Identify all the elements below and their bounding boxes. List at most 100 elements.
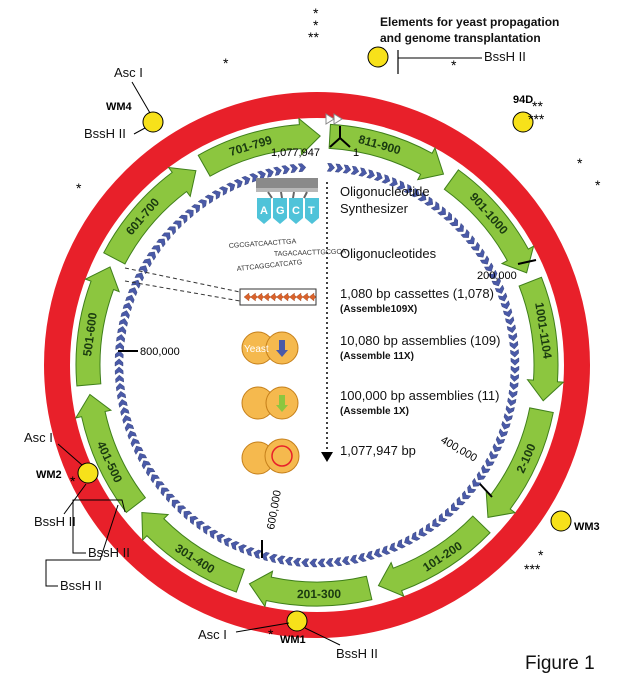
cassette-chevron xyxy=(218,186,228,196)
tick-200k xyxy=(517,259,537,265)
step-synth-line2: Synthesizer xyxy=(340,201,409,216)
cassette-chevron xyxy=(506,324,516,334)
cassette-chevron xyxy=(424,196,434,206)
bssh-inner-label: BssH II xyxy=(88,545,130,560)
marker-wm1 xyxy=(286,610,308,632)
cassette-chevron xyxy=(171,499,181,509)
cassette-chevron xyxy=(465,235,475,245)
cassette-chevron xyxy=(161,232,171,242)
cassette-chevron xyxy=(491,277,501,287)
zoom-arrow xyxy=(308,292,317,302)
cassette-chevron xyxy=(209,529,219,540)
cassette-chevron xyxy=(122,415,132,424)
origin-arrowheads xyxy=(325,113,343,125)
segment-arrow xyxy=(197,117,321,177)
cassette-chevron xyxy=(498,428,509,438)
cassette-chevron xyxy=(425,522,435,533)
cassette-chevron xyxy=(476,471,487,481)
assembly-segments-ring: 811-900901-10001001-11042-100101-200201-… xyxy=(74,117,565,608)
cassette-chevron xyxy=(462,490,472,500)
asci-wm1-label: Asc I xyxy=(198,627,227,642)
cassette-chevron xyxy=(366,169,375,179)
cassette-chevron xyxy=(293,557,302,567)
cassette-chevron xyxy=(350,165,360,175)
segment-label: 201-300 xyxy=(297,587,341,601)
star-upper-left: * xyxy=(223,55,229,71)
marker-wm2 xyxy=(77,462,99,484)
cassette-chevron xyxy=(443,211,452,221)
cassette-chevron xyxy=(508,332,518,342)
asci-wm2-leader xyxy=(57,443,83,466)
cassette-chevron xyxy=(128,287,138,297)
step-100k: 100,000 bp assemblies (11) xyxy=(340,388,499,403)
bssh-top-label: BssH II xyxy=(484,49,526,64)
cassette-chevron xyxy=(497,292,508,302)
cassette-chevron xyxy=(445,507,454,517)
cassette-chevron xyxy=(301,558,310,568)
cassette-chevron xyxy=(118,399,128,408)
cassette-chevron xyxy=(269,553,278,564)
cassette-chevron xyxy=(503,308,513,318)
94d-label: 94D xyxy=(513,94,533,106)
cassette-chevron xyxy=(277,555,286,565)
cassette-chevron xyxy=(177,505,187,515)
figure-label: Figure 1 xyxy=(525,653,595,674)
cassette-chevron xyxy=(238,544,248,554)
cassette-chevron xyxy=(326,163,335,172)
header-line-1: Elements for yeast propagation xyxy=(380,15,559,29)
bssh-wm1-leader xyxy=(304,627,341,646)
wm4-label: WM4 xyxy=(106,101,133,113)
segment-arrow xyxy=(443,169,535,274)
cassette-chevron xyxy=(285,556,294,566)
segment-arrow xyxy=(485,407,554,518)
cassette-chevron xyxy=(358,167,368,177)
cassette-chevron xyxy=(114,366,124,375)
cassette-chevron xyxy=(437,206,446,216)
asci-wm2-label: Asc I xyxy=(24,430,53,445)
cassette-chevron xyxy=(350,554,359,564)
cassette-chevron xyxy=(510,357,520,366)
cassette-chevron xyxy=(438,512,448,523)
cassette-chevron xyxy=(117,391,127,400)
cassette-chevron xyxy=(333,557,343,567)
cassette-chevron xyxy=(117,326,127,335)
bssh-outer-leader xyxy=(45,504,119,587)
cassette-chevron xyxy=(118,318,128,327)
segment-arrow xyxy=(377,515,491,598)
cassette-chevron xyxy=(510,365,520,374)
cassette-chevron xyxy=(166,493,176,503)
marker-wm3 xyxy=(550,510,572,532)
cassette-chevron xyxy=(489,450,499,460)
cassette-chevron xyxy=(134,272,144,282)
cassette-chevron xyxy=(216,533,226,544)
cassette-chevron xyxy=(134,445,144,455)
cassette-chevron xyxy=(495,435,506,445)
cassette-chevron xyxy=(342,164,352,174)
cassette-chevron xyxy=(467,484,477,494)
cassette-chevron xyxy=(334,163,344,173)
yeast-cell-3 xyxy=(241,438,300,475)
cassette-chevron xyxy=(432,518,442,528)
cassette-chevron xyxy=(494,284,505,294)
cassette-chevron xyxy=(127,430,137,440)
cassette-chevron xyxy=(202,525,212,535)
cassette-chevron xyxy=(396,180,406,190)
oligo-1: CGCGATCAACTTGA xyxy=(229,238,297,250)
tick-400k xyxy=(479,483,493,498)
cassette-zoom-arrows xyxy=(243,292,317,302)
cassette-chevron xyxy=(204,194,214,204)
cassette-chevron xyxy=(309,558,318,568)
asci-wm4-label: Asc I xyxy=(114,65,143,80)
cassette-chevron xyxy=(120,407,130,416)
synth-letter-g: G xyxy=(276,205,285,217)
cassette-chevron xyxy=(245,547,255,557)
cassette-chevron xyxy=(417,192,427,202)
cassette-chevron xyxy=(475,248,485,258)
yeast-cell-1 xyxy=(241,331,299,365)
step-genome: 1,077,947 bp xyxy=(340,443,416,458)
cassette-chevron xyxy=(403,184,413,194)
cassette-chevron xyxy=(281,165,290,175)
cassette-chevron xyxy=(507,397,517,407)
cassette-chevron xyxy=(460,229,470,238)
